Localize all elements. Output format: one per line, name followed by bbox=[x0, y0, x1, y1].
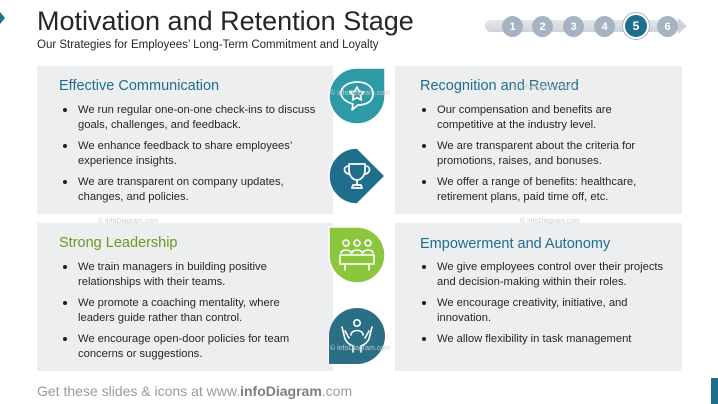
card-effective-communication: Effective Communication We run regular o… bbox=[37, 66, 333, 214]
step-6[interactable]: 6 bbox=[657, 16, 678, 37]
card-title: Effective Communication bbox=[59, 78, 220, 94]
card-title: Empowerment and Autonomy bbox=[420, 236, 611, 252]
footer-brand: infoDiagram bbox=[240, 383, 322, 399]
card-empowerment-autonomy: Empowerment and Autonomy We give employe… bbox=[395, 223, 682, 371]
footer-credit[interactable]: Get these slides & icons at www.infoDiag… bbox=[37, 383, 352, 399]
list-item: We enhance feedback to share employees’ … bbox=[63, 139, 317, 169]
page-title: Motivation and Retention Stage bbox=[37, 6, 414, 36]
card-recognition-reward: Recognition and Reward Our compensation … bbox=[395, 66, 682, 214]
step-2[interactable]: 2 bbox=[532, 16, 553, 37]
watermark: © infoDiagram.com bbox=[513, 84, 574, 91]
card-title: Recognition and Reward bbox=[420, 78, 579, 94]
footer-suffix: .com bbox=[321, 383, 353, 399]
team-meeting-icon bbox=[326, 224, 388, 286]
bullet-list: Our compensation and benefits are compet… bbox=[422, 103, 666, 211]
hands-with-person-icon bbox=[326, 305, 388, 367]
card-strong-leadership: Strong Leadership We train managers in b… bbox=[37, 223, 333, 371]
step-4[interactable]: 4 bbox=[594, 16, 615, 37]
step-5-active[interactable]: 5 bbox=[623, 13, 649, 39]
stage-stepper: 1 2 3 4 5 6 bbox=[485, 12, 687, 40]
card-title: Strong Leadership bbox=[59, 235, 178, 251]
bullet-list: We run regular one-on-one check-ins to d… bbox=[63, 103, 317, 211]
list-item: We run regular one-on-one check-ins to d… bbox=[63, 103, 317, 133]
list-item: We offer a range of benefits: healthcare… bbox=[422, 175, 666, 205]
watermark: © infoDiagram.com bbox=[98, 218, 159, 225]
trophy-icon bbox=[326, 145, 388, 207]
watermark: © infoDiagram.com bbox=[330, 345, 391, 352]
list-item: We are transparent on company updates, c… bbox=[63, 175, 317, 205]
stepper-arrow-icon bbox=[678, 18, 687, 34]
list-item: We promote a coaching mentality, where l… bbox=[63, 296, 317, 326]
step-3[interactable]: 3 bbox=[563, 16, 584, 37]
list-item: Our compensation and benefits are compet… bbox=[422, 103, 666, 133]
list-item: We give employees control over their pro… bbox=[422, 260, 666, 290]
bullet-list: We give employees control over their pro… bbox=[422, 260, 666, 353]
list-item: We encourage creativity, initiative, and… bbox=[422, 296, 666, 326]
bullet-list: We train managers in building positive r… bbox=[63, 260, 317, 368]
footer-prefix: Get these slides & icons at www. bbox=[37, 383, 241, 399]
page-subtitle: Our Strategies for Employees’ Long-Term … bbox=[37, 39, 379, 51]
list-item: We allow flexibility in task management bbox=[422, 332, 666, 347]
watermark: © infoDiagram.com bbox=[330, 90, 391, 97]
step-1[interactable]: 1 bbox=[502, 16, 523, 37]
list-item: We are transparent about the criteria fo… bbox=[422, 139, 666, 169]
list-item: We encourage open-door policies for team… bbox=[63, 332, 317, 362]
watermark: © infoDiagram.com bbox=[520, 218, 581, 225]
left-edge-marker bbox=[0, 12, 5, 24]
right-edge-marker bbox=[711, 378, 718, 404]
speech-bubble-star-icon bbox=[326, 65, 388, 127]
list-item: We train managers in building positive r… bbox=[63, 260, 317, 290]
